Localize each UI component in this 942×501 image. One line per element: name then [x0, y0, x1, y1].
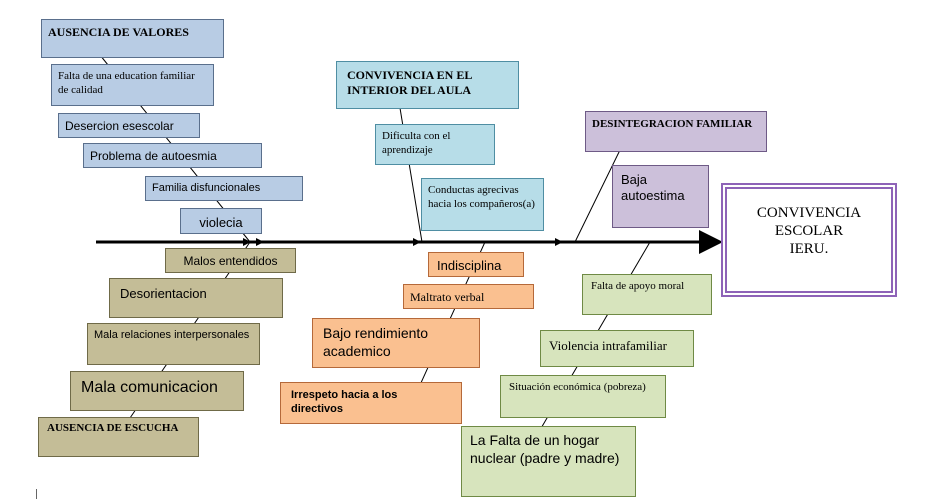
effect-line-1: CONVIVENCIA	[756, 205, 862, 221]
cause-malos-entendidos: Malos entendidos	[165, 248, 296, 273]
cause-malas-relaciones: Mala relaciones interpersonales	[87, 323, 260, 365]
category-convivencia-aula: CONVIVENCIA EN EL INTERIOR DEL AULA	[336, 61, 519, 109]
cause-indisciplina: Indisciplina	[428, 252, 524, 277]
effect-convivencia-escolar: CONVIVENCIA ESCOLAR IERU.	[721, 183, 897, 297]
spine-arrow-4	[555, 238, 563, 246]
category-ausencia-escucha: AUSENCIA DE ESCUCHA	[38, 417, 199, 457]
cause-maltrato-verbal: Maltrato verbal	[403, 284, 534, 309]
effect-line-2: ESCOLAR	[774, 223, 844, 239]
cause-bajo-rendimiento: Bajo rendimiento academico	[312, 318, 480, 368]
spine-arrow-3	[413, 238, 421, 246]
cause-autoestima: Problema de autoesmia	[83, 143, 262, 168]
cause-irrespeto: Irrespeto hacia a los directivos	[280, 382, 462, 424]
cause-familia-disfuncional: Familia disfuncionales	[145, 176, 303, 201]
cause-conductas-agresivas: Conductas agrecivas hacia los compañeros…	[421, 178, 544, 231]
spine-arrow-1	[243, 238, 251, 246]
cause-baja-autoestima: Baja autoestima	[612, 165, 709, 228]
cause-falta-hogar: La Falta de un hogar nuclear (padre y ma…	[461, 426, 636, 497]
spine-arrow-2	[256, 238, 264, 246]
effect-line-3: IERU.	[789, 241, 829, 257]
cause-mala-comunicacion: Mala comunicacion	[70, 371, 244, 411]
category-ausencia-valores: AUSENCIA DE VALORES	[41, 19, 224, 58]
cause-desercion: Desercion esescolar	[58, 113, 200, 138]
cause-desorientacion: Desorientacion	[109, 278, 283, 318]
category-desintegracion-familiar: DESINTEGRACION FAMILIAR	[585, 111, 767, 152]
cause-dificultad-aprendizaje: Dificulta con el aprendizaje	[375, 124, 495, 165]
cause-falta-apoyo: Falta de apoyo moral	[582, 274, 712, 315]
cause-falta-educacion: Falta de una education familiar de calid…	[51, 64, 214, 106]
cause-violencia: violecia	[180, 208, 262, 234]
cause-violencia-intrafamiliar: Violencia intrafamiliar	[540, 330, 694, 367]
text-cursor	[36, 489, 37, 499]
cause-situacion-economica: Situación económica (pobreza)	[500, 375, 666, 418]
